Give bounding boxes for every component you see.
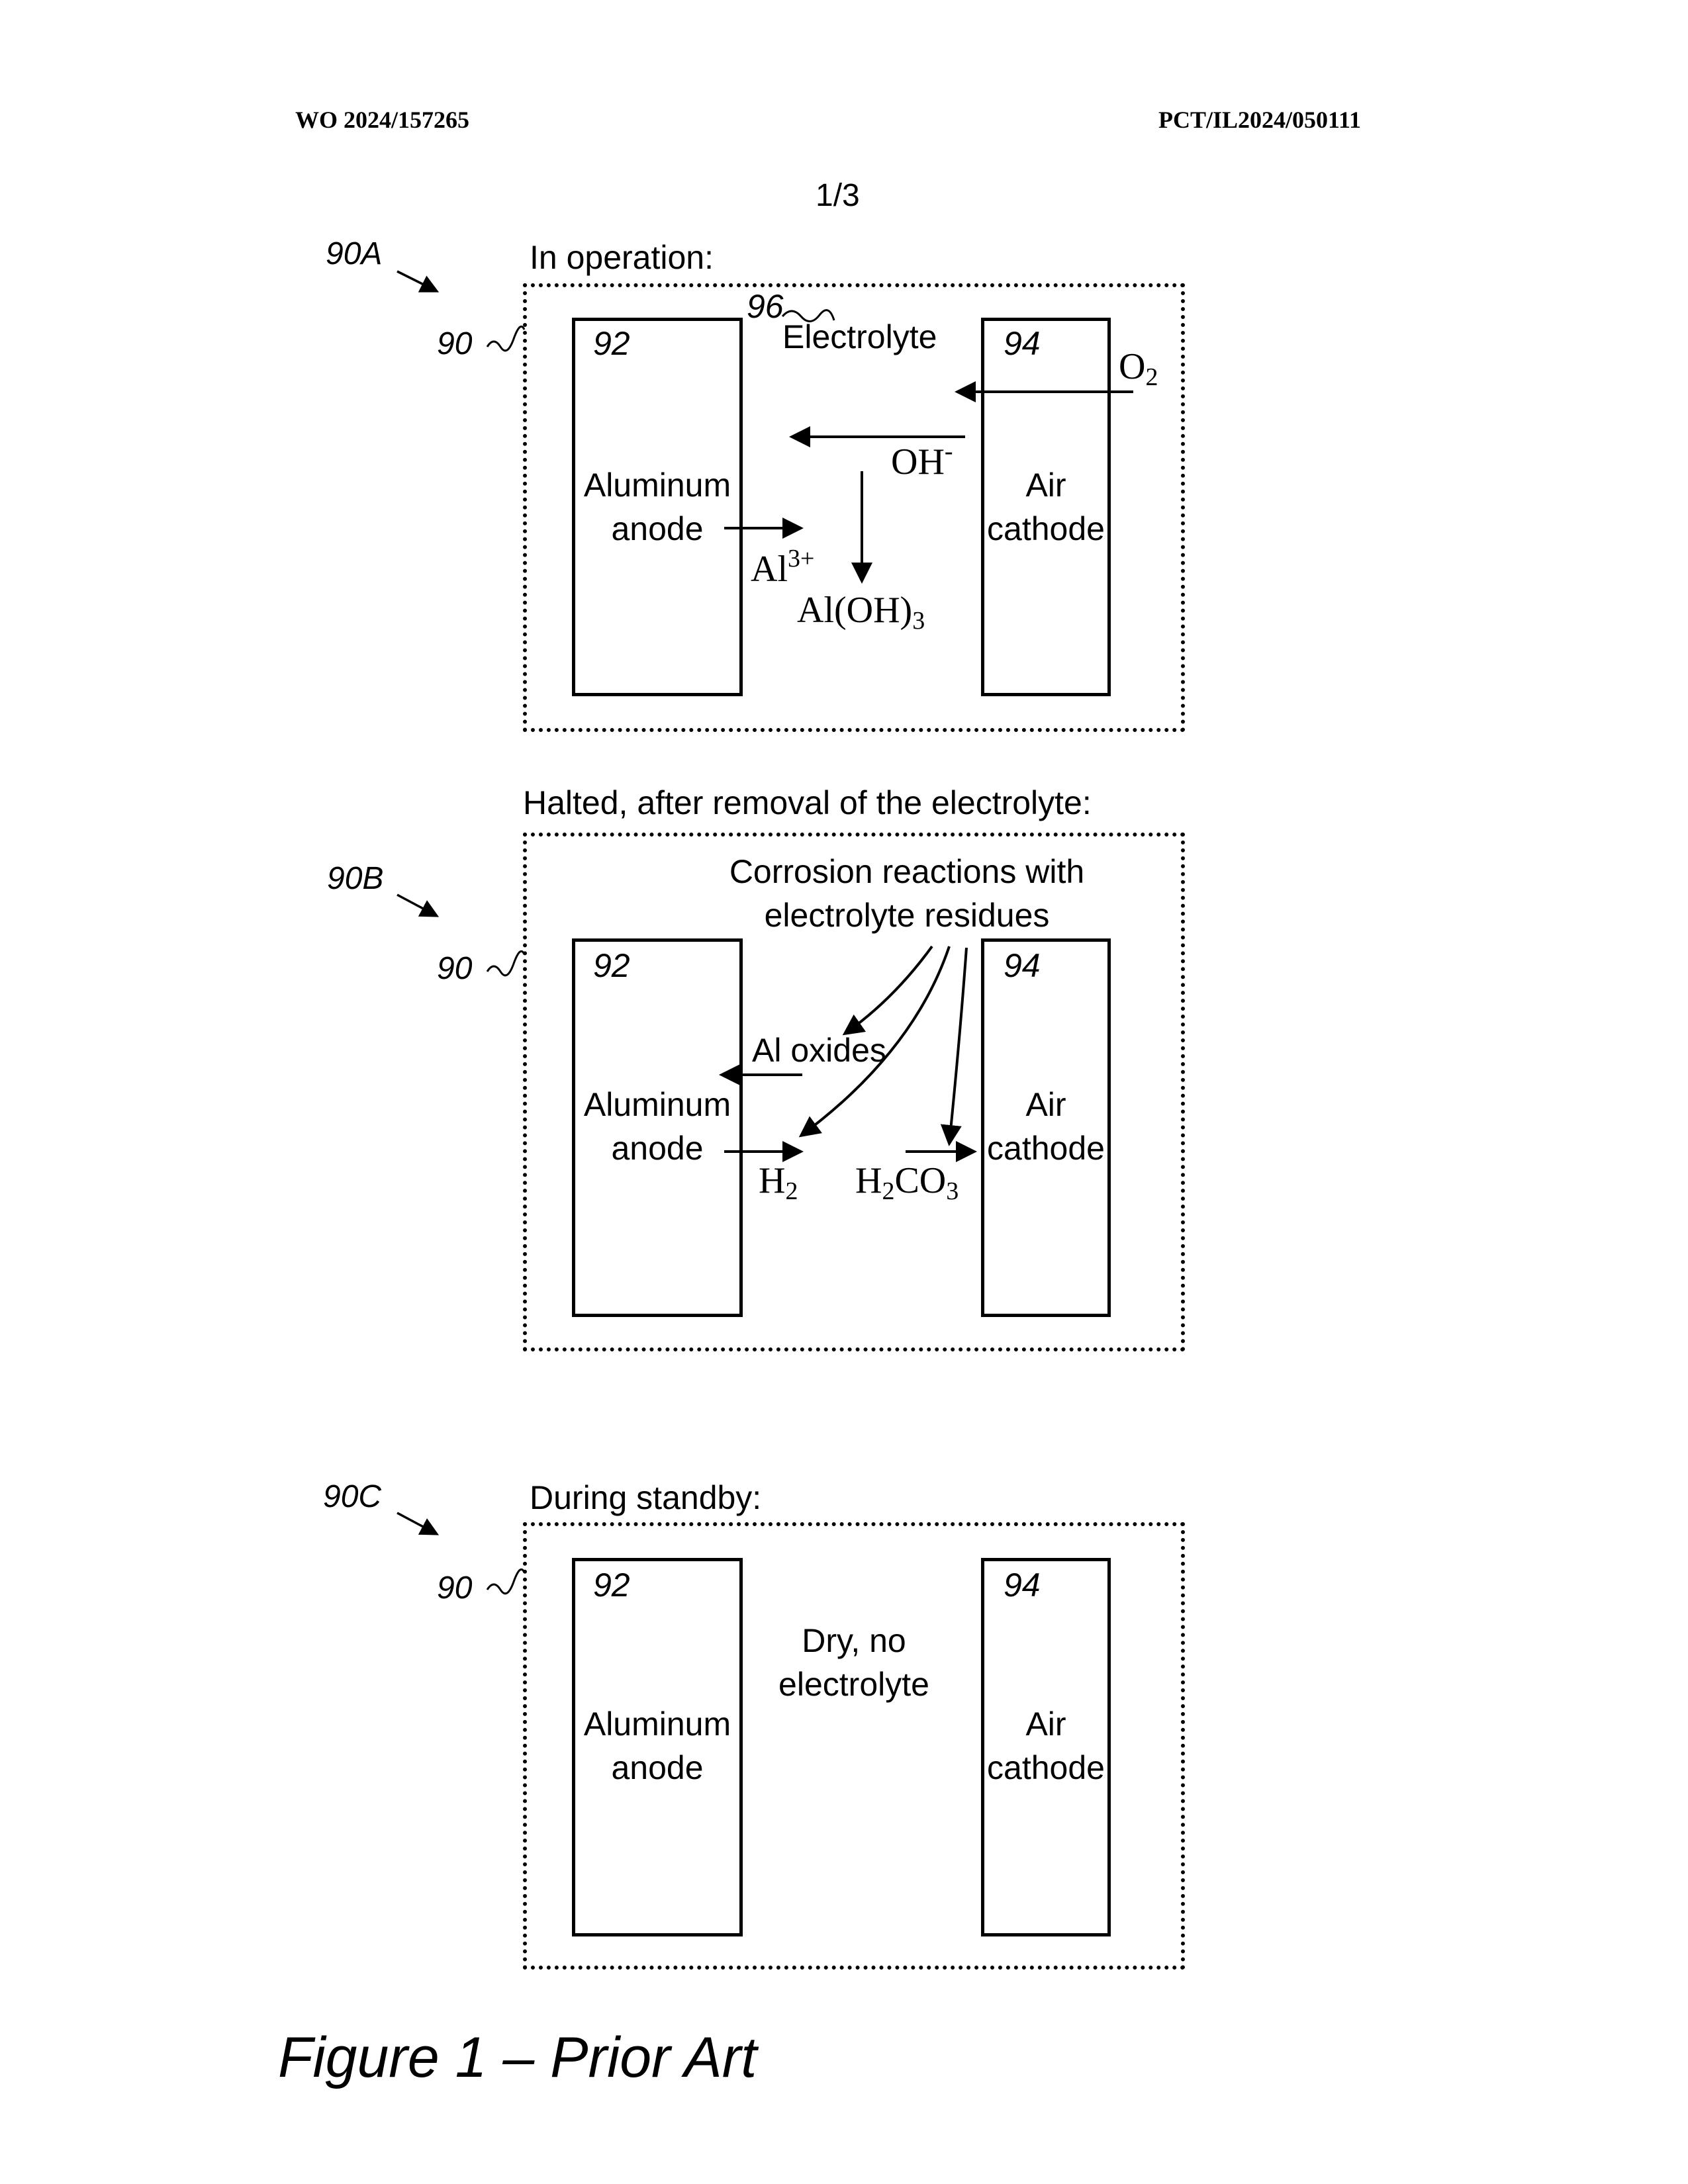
o2-base: O <box>1119 346 1145 387</box>
anode-ref-92-b: 92 <box>593 946 630 985</box>
leader-90-b <box>487 951 524 975</box>
label-pointer-b <box>397 895 437 916</box>
cathode-ref-94-c: 94 <box>1004 1566 1041 1604</box>
aloh3-base: Al(OH) <box>797 590 912 631</box>
anode-label-b-line2: anode <box>572 1126 743 1170</box>
oh-base: OH <box>891 441 945 482</box>
h2co3-sub2: 3 <box>946 1177 959 1205</box>
h2co3-label: H2CO3 <box>855 1160 959 1206</box>
al-base: Al <box>751 549 788 590</box>
leader-90-c <box>487 1569 524 1593</box>
panel-label-90b: 90B <box>327 860 383 897</box>
al-oxides-label: Al oxides <box>752 1031 886 1069</box>
cathode-label-a: Air cathode <box>981 463 1111 551</box>
anode-label-a: Aluminum anode <box>572 463 743 551</box>
h2-label: H2 <box>759 1160 798 1206</box>
figure-caption: Figure 1 – Prior Art <box>278 2025 757 2091</box>
dry-no-electrolyte-label: Dry, no electrolyte <box>761 1619 947 1706</box>
cathode-label-b-line1: Air <box>981 1083 1111 1126</box>
anode-label-a-line1: Aluminum <box>572 463 743 507</box>
cathode-ref-94-a: 94 <box>1004 324 1041 363</box>
dry-label-line1: Dry, no <box>761 1619 947 1662</box>
o2-label: O2 <box>1119 345 1158 392</box>
h2-base: H <box>759 1160 785 1201</box>
h2-sub: 2 <box>785 1177 798 1205</box>
h2co3-co: CO <box>894 1160 946 1201</box>
anode-label-c-line2: anode <box>572 1746 743 1790</box>
panel-caption-a: In operation: <box>530 238 714 277</box>
panel-label-90c: 90C <box>323 1479 381 1515</box>
cathode-label-c: Air cathode <box>981 1702 1111 1790</box>
anode-label-b-line1: Aluminum <box>572 1083 743 1126</box>
panel-label-90a: 90A <box>326 236 382 272</box>
cathode-ref-94-b: 94 <box>1004 946 1041 985</box>
oh-sup: - <box>945 437 953 465</box>
label-pointer-c <box>397 1513 437 1534</box>
anode-ref-92-a: 92 <box>593 324 630 363</box>
al3-label: Al3+ <box>751 544 814 590</box>
anode-label-b: Aluminum anode <box>572 1083 743 1170</box>
al-sup: 3+ <box>788 545 814 572</box>
corrosion-label-line2: electrolyte residues <box>728 893 1086 937</box>
corrosion-label: Corrosion reactions with electrolyte res… <box>728 850 1086 937</box>
o2-sub: 2 <box>1145 363 1158 391</box>
anode-label-a-line2: anode <box>572 507 743 551</box>
oh-label: OH- <box>891 437 953 483</box>
cathode-label-a-line1: Air <box>981 463 1111 507</box>
anode-label-c-line1: Aluminum <box>572 1702 743 1746</box>
cell-ref-90-c: 90 <box>437 1570 472 1606</box>
electrolyte-label: Electrolyte <box>782 318 937 356</box>
corrosion-label-line1: Corrosion reactions with <box>728 850 1086 893</box>
cell-ref-90-b: 90 <box>437 950 472 987</box>
h2co3-sub1: 2 <box>882 1177 894 1205</box>
anode-label-c: Aluminum anode <box>572 1702 743 1790</box>
cathode-label-a-line2: cathode <box>981 507 1111 551</box>
panel-caption-c: During standby: <box>530 1479 761 1517</box>
cathode-label-c-line2: cathode <box>981 1746 1111 1790</box>
dry-label-line2: electrolyte <box>761 1662 947 1706</box>
h2co3-h: H <box>855 1160 882 1201</box>
aloh3-label: Al(OH)3 <box>797 589 925 635</box>
cell-ref-90-a: 90 <box>437 326 472 362</box>
electrolyte-ref-96: 96 <box>747 287 784 326</box>
leader-90-a <box>487 326 524 350</box>
panel-caption-b: Halted, after removal of the electrolyte… <box>523 784 1092 822</box>
cathode-label-c-line1: Air <box>981 1702 1111 1746</box>
anode-ref-92-c: 92 <box>593 1566 630 1604</box>
cathode-label-b: Air cathode <box>981 1083 1111 1170</box>
label-pointer-a <box>397 271 437 291</box>
cathode-label-b-line2: cathode <box>981 1126 1111 1170</box>
aloh3-sub: 3 <box>912 607 925 635</box>
